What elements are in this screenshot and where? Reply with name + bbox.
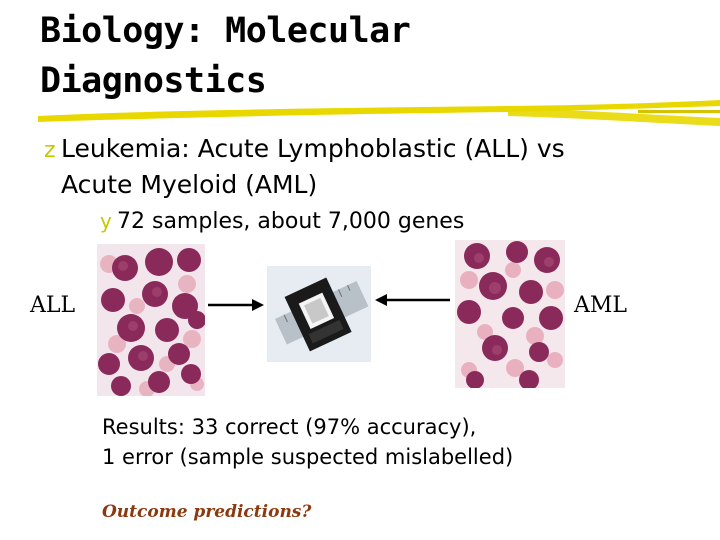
results-line-1: Results: 33 correct (97% accuracy), (102, 415, 477, 439)
bullet-marker: z (44, 138, 56, 163)
title-line-1: Biology: Molecular (40, 11, 411, 51)
outcome-predictions: Outcome predictions? (102, 502, 312, 522)
microarray-chip-photo (267, 266, 371, 362)
title-underline (38, 100, 720, 126)
slide-title: Biology: Molecular Diagnostics (40, 6, 640, 106)
label-aml: AML (574, 293, 628, 318)
bullet2-text: 72 samples, about 7,000 genes (117, 209, 465, 234)
arrow-right-icon (208, 299, 264, 311)
results-text: Results: 33 correct (97% accuracy), 1 er… (102, 412, 662, 472)
arrow-left-icon (375, 294, 450, 306)
bullet1-line1: Leukemia: Acute Lymphoblastic (ALL) vs (61, 134, 565, 163)
results-line-2: 1 error (sample suspected mislabelled) (102, 445, 514, 469)
title-line-2: Diagnostics (40, 61, 267, 101)
sub-bullet-marker: y (100, 209, 112, 233)
all-cells-micrograph (97, 244, 205, 396)
label-all: ALL (30, 293, 76, 318)
bullet1-line2: Acute Myeloid (AML) (61, 170, 318, 199)
aml-cells-micrograph (455, 240, 565, 388)
